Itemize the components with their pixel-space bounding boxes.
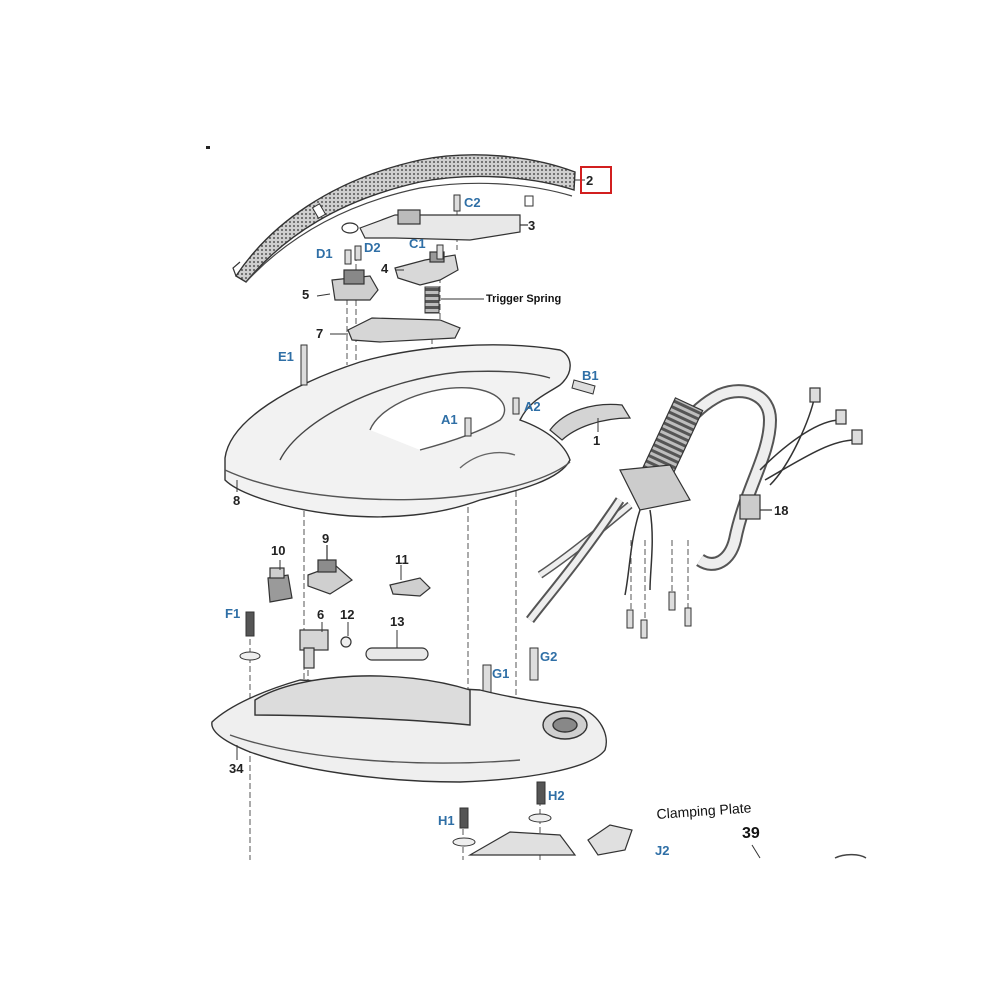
label-hardware-c1: C1 <box>409 236 426 251</box>
label-part-9: 9 <box>322 531 330 546</box>
label-hardware-d2: D2 <box>364 240 381 255</box>
label-hardware-a2: A2 <box>524 399 541 414</box>
label-hardware-c2: C2 <box>464 195 481 210</box>
part-18-heater-cord-assembly <box>526 384 863 624</box>
label-part-7: 7 <box>316 326 324 341</box>
part-1-end-cap <box>549 403 632 441</box>
label-part-11: 11 <box>395 552 409 567</box>
label-part-4: 4 <box>381 261 389 276</box>
stray-mark <box>206 146 210 149</box>
part-3-trigger-bracket <box>341 209 528 241</box>
label-part-8: 8 <box>233 493 241 508</box>
label-hardware-j2: J2 <box>655 843 670 858</box>
label-part-39: 39 <box>742 825 760 842</box>
label-hardware-b1: B1 <box>582 368 599 383</box>
label-part-13: 13 <box>390 614 405 629</box>
label-part-12: 12 <box>340 607 355 622</box>
label-hardware-a1: A1 <box>441 412 458 427</box>
lower-partial-assembly <box>467 824 867 859</box>
label-hardware-h1: H1 <box>438 813 455 828</box>
part-5-switch-holder <box>331 269 379 301</box>
part-6-pivot <box>299 629 329 669</box>
leader-lines <box>236 179 761 859</box>
part-34-base <box>211 675 607 783</box>
label-part-18: 18 <box>774 503 789 518</box>
label-hardware-g2: G2 <box>540 649 558 664</box>
label-part-1: 1 <box>593 433 601 448</box>
part-7-spring-plate <box>347 317 461 343</box>
label-part-34: 34 <box>229 761 244 776</box>
part-12-spring-clip <box>340 636 352 648</box>
label-hardware-h2: H2 <box>548 788 565 803</box>
screws <box>245 194 692 829</box>
label-part-2: 2 <box>586 173 594 188</box>
washers <box>239 651 552 847</box>
part-8-handle-housing <box>224 344 571 518</box>
part-4-trigger <box>394 251 459 286</box>
label-part-6: 6 <box>317 607 325 622</box>
label-part-5: 5 <box>302 287 310 302</box>
part-2-top-grip-cover <box>232 154 576 283</box>
label-hardware-f1: F1 <box>225 606 241 621</box>
part-11-lever <box>389 577 431 597</box>
part-10-connector-block <box>267 567 293 603</box>
part-13-rod <box>365 647 429 661</box>
label-hardware-e1: E1 <box>278 349 294 364</box>
label-hardware-d1: D1 <box>316 246 333 261</box>
label-part-3: 3 <box>528 218 536 233</box>
label-hardware-g1: G1 <box>492 666 510 681</box>
highlight-box-part-2 <box>580 166 612 194</box>
label-trigger-spring: Trigger Spring <box>486 293 562 305</box>
trigger-spring <box>424 286 440 314</box>
label-part-10: 10 <box>271 543 286 558</box>
part-9-thermostat <box>307 545 353 595</box>
